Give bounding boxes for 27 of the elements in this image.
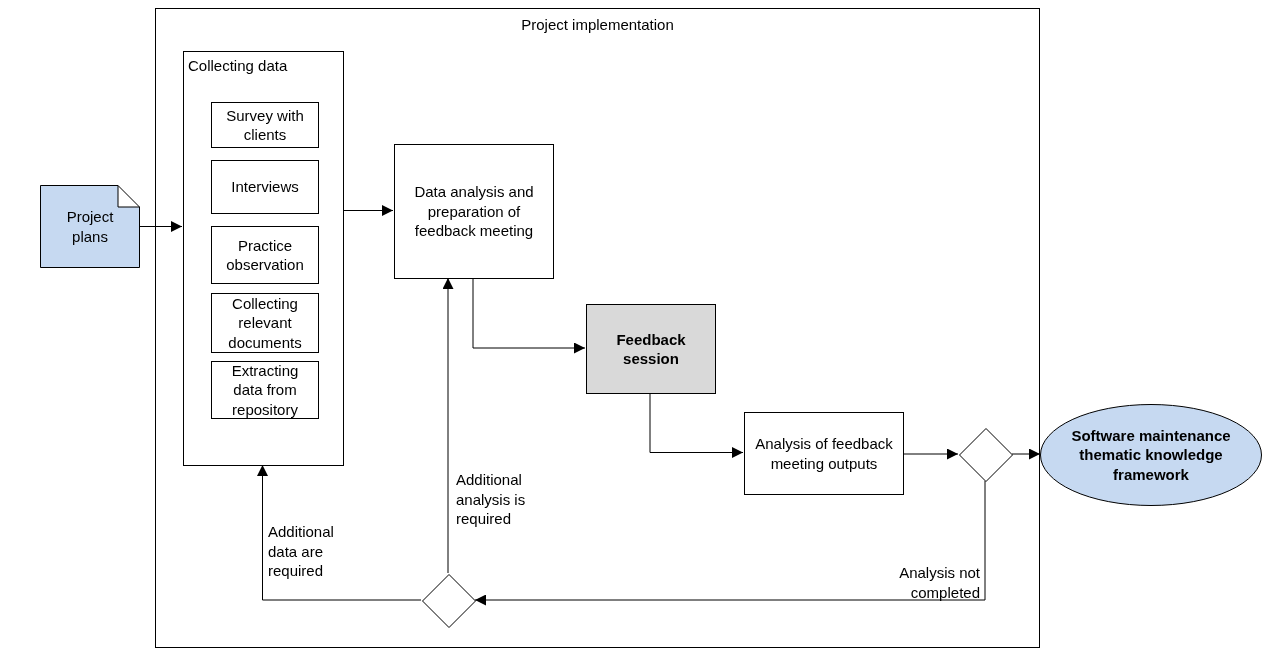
decision-diamond bbox=[959, 428, 1013, 482]
arrow bbox=[472, 277, 586, 354]
arrow bbox=[257, 464, 422, 601]
edge-label: Additional analysis is required bbox=[456, 470, 527, 529]
arrow bbox=[442, 277, 454, 574]
process-box: Survey with clients bbox=[211, 102, 319, 148]
process-box: Interviews bbox=[211, 160, 319, 214]
group-title: Collecting data bbox=[188, 56, 288, 76]
arrow bbox=[1011, 448, 1041, 460]
arrow bbox=[474, 480, 986, 606]
terminal-ellipse: Software maintenance thematic knowledge framework bbox=[1040, 404, 1262, 506]
arrow bbox=[649, 392, 744, 458]
process-box: Data analysis and preparation of feedback meeting bbox=[394, 144, 554, 279]
edge-label: Additional data are required bbox=[268, 522, 335, 581]
process-box: Feedback session bbox=[586, 304, 716, 394]
edge-label: Analysis not completed bbox=[898, 563, 980, 602]
process-box: Extracting data from repository bbox=[211, 361, 319, 419]
arrow bbox=[902, 448, 959, 460]
process-box: Practice observation bbox=[211, 226, 319, 284]
group-frame bbox=[155, 8, 1040, 648]
process-box: Analysis of feedback meeting outputs bbox=[744, 412, 904, 495]
arrow bbox=[342, 205, 394, 216]
arrow bbox=[139, 221, 183, 232]
group-frame bbox=[183, 51, 344, 466]
decision-diamond bbox=[422, 574, 476, 628]
group-title: Project implementation bbox=[520, 15, 675, 35]
process-box: Collecting relevant documents bbox=[211, 293, 319, 353]
